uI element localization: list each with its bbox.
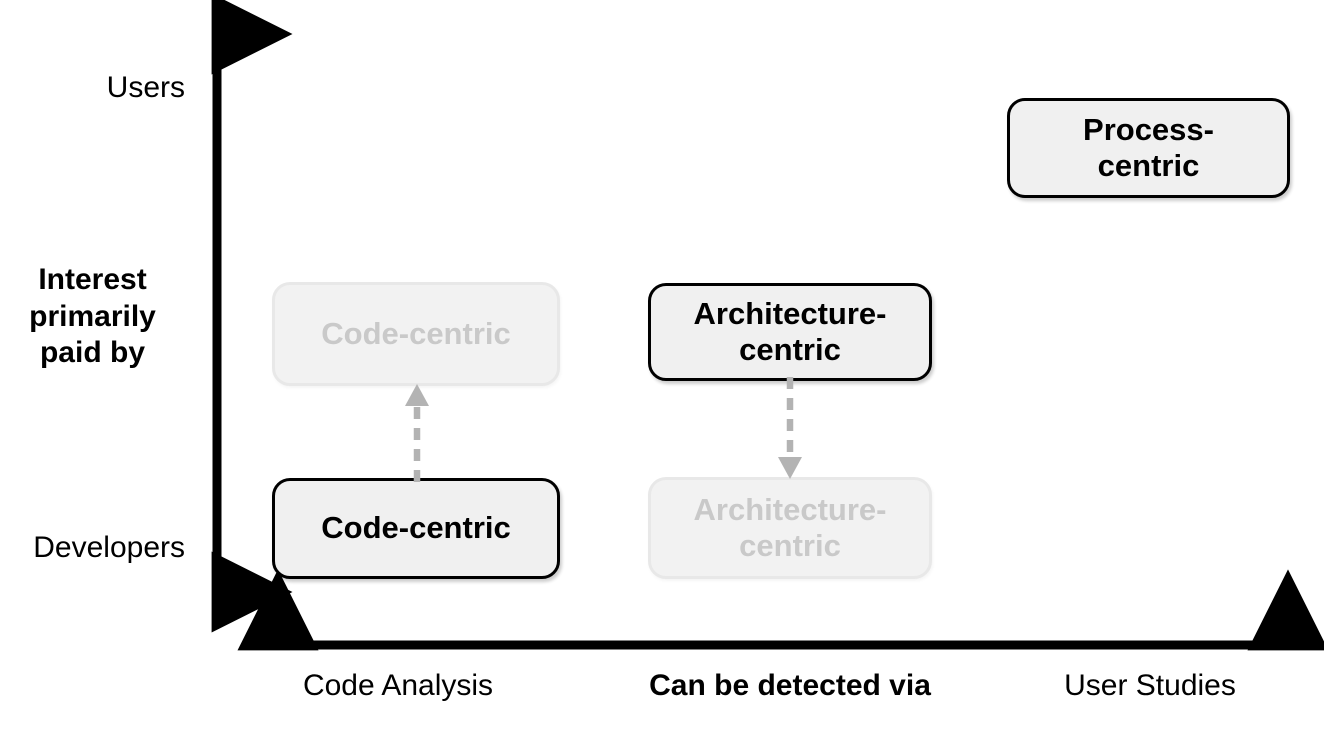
transition-arrow-code-upward bbox=[405, 384, 429, 482]
node-architecture-centric-faded[interactable]: Architecture- centric bbox=[648, 477, 932, 579]
x-axis-left-label: Code Analysis bbox=[302, 669, 494, 702]
node-code-centric-faded[interactable]: Code-centric bbox=[272, 282, 560, 386]
y-axis-title: Interest primarily paid by bbox=[29, 263, 156, 370]
y-axis-bottom-label: Developers bbox=[33, 531, 185, 564]
node-architecture-centric[interactable]: Architecture- centric bbox=[648, 283, 932, 381]
node-code-centric[interactable]: Code-centric bbox=[272, 478, 560, 579]
transition-arrow-architecture-downward bbox=[778, 377, 802, 479]
x-axis-title: Can be detected via bbox=[649, 669, 931, 702]
y-axis-top-label: Users bbox=[106, 71, 185, 104]
x-axis-right-label: User Studies bbox=[1064, 669, 1236, 702]
node-process-centric[interactable]: Process- centric bbox=[1007, 98, 1290, 198]
